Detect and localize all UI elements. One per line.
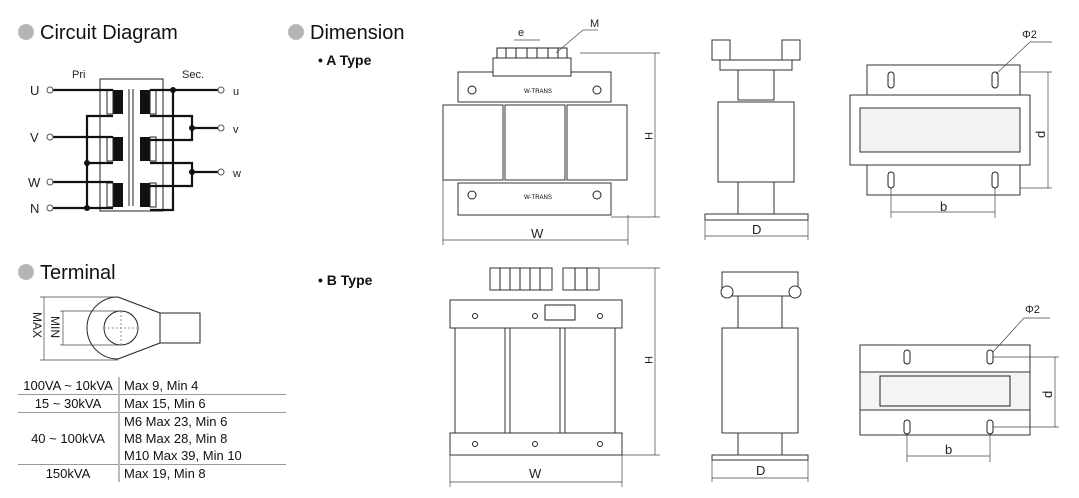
- svg-text:w: w: [232, 168, 241, 180]
- table-row: 150kVA Max 19, Min 8: [18, 464, 286, 482]
- svg-text:MAX: MAX: [30, 312, 44, 338]
- svg-text:W-TRANS: W-TRANS: [524, 89, 552, 95]
- b-type-front-view: H W: [449, 267, 660, 487]
- svg-text:D: D: [756, 463, 765, 478]
- value-cell: Max 19, Min 8: [124, 466, 206, 481]
- svg-text:V: V: [30, 130, 39, 145]
- value-cell: M8 Max 28, Min 8: [124, 431, 228, 446]
- range-cell: 40 ~ 100kVA: [18, 412, 120, 465]
- svg-text:W-TRANS: W-TRANS: [524, 195, 552, 201]
- svg-text:d: d: [1033, 131, 1048, 138]
- svg-text:e: e: [518, 27, 524, 39]
- value-cell: Max 9, Min 4: [119, 377, 286, 395]
- a-type-side-view: D: [704, 39, 809, 240]
- value-cell: M6 Max 23, Min 6: [124, 414, 228, 429]
- circuit-diagram-title: Circuit Diagram: [40, 22, 178, 44]
- svg-text:Sec.: Sec.: [182, 69, 204, 81]
- a-type-label: • A Type: [318, 52, 372, 68]
- svg-text:Φ2: Φ2: [1025, 304, 1040, 316]
- svg-text:N: N: [30, 201, 39, 216]
- range-cell: 150kVA: [18, 464, 120, 482]
- svg-text:b: b: [940, 199, 947, 214]
- svg-text:u: u: [233, 86, 239, 98]
- svg-text:D: D: [752, 222, 761, 237]
- svg-text:Φ2: Φ2: [1022, 29, 1037, 41]
- circuit-diagram: Pri Sec.: [28, 69, 241, 216]
- svg-text:W: W: [531, 226, 544, 241]
- terminal-title: Terminal: [40, 262, 116, 284]
- a-type-top-view: b d Φ2: [849, 29, 1052, 218]
- value-cell: Max 15, Min 6: [119, 394, 286, 413]
- svg-text:W: W: [28, 175, 41, 190]
- svg-text:H: H: [642, 356, 654, 364]
- svg-text:v: v: [233, 124, 239, 136]
- b-type-side-view: D: [711, 271, 809, 482]
- b-type-label: • B Type: [318, 272, 373, 288]
- range-cell: 15 ~ 30kVA: [18, 394, 120, 413]
- value-cell: M10 Max 39, Min 10: [119, 447, 286, 465]
- svg-text:MIN: MIN: [48, 316, 62, 338]
- bullet-icon: [18, 24, 34, 40]
- svg-text:H: H: [642, 132, 654, 140]
- svg-text:M: M: [590, 18, 599, 30]
- ring-terminal-diagram: MAX MIN: [30, 296, 201, 361]
- range-cell: 100VA ~ 10kVA: [18, 377, 120, 395]
- table-row: M8 Max 28, Min 8: [18, 430, 286, 447]
- svg-text:b: b: [945, 442, 952, 457]
- table-row: 40 ~ 100kVA M6 Max 23, Min 6: [18, 412, 286, 465]
- dimension-title: Dimension: [310, 22, 404, 44]
- svg-text:d: d: [1040, 391, 1055, 398]
- svg-text:U: U: [30, 83, 39, 98]
- a-type-front-view: W-TRANS W-TRANS e M H W: [442, 18, 660, 245]
- b-type-top-view: b d Φ2: [859, 304, 1059, 462]
- table-row: M10 Max 39, Min 10: [18, 447, 286, 465]
- bullet-icon: [18, 264, 34, 280]
- svg-text:W: W: [529, 466, 542, 481]
- bullet-icon: [288, 24, 304, 40]
- svg-text:Pri: Pri: [72, 69, 85, 81]
